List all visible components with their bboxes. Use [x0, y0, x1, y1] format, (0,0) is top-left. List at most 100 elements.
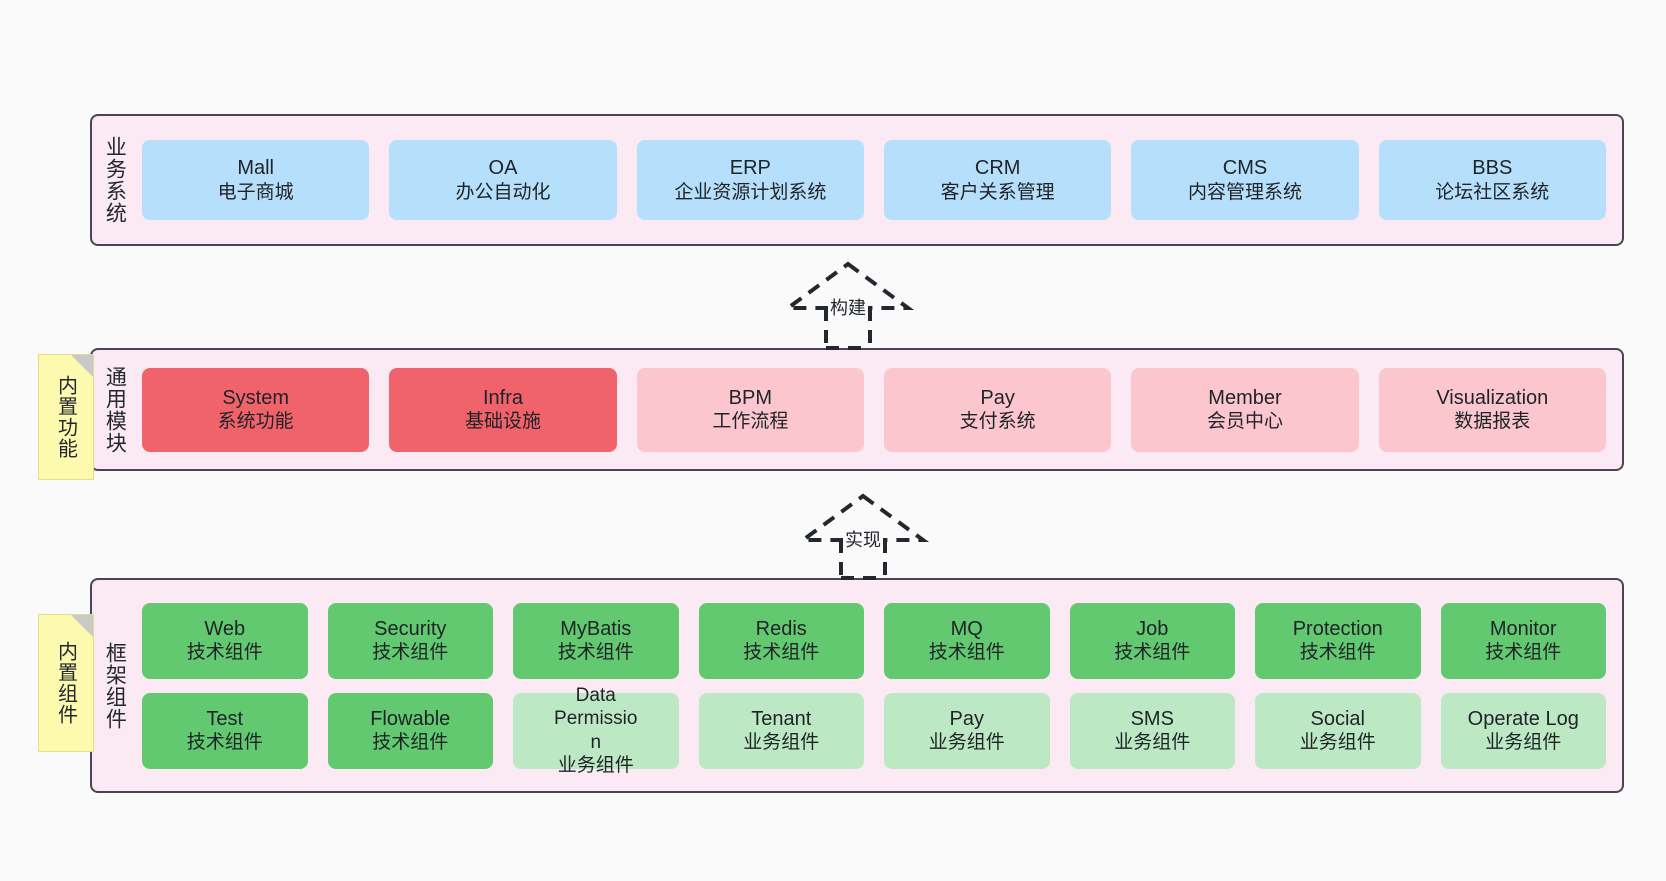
card-member[interactable]: Member 会员中心	[1131, 367, 1359, 452]
card-system[interactable]: System 系统功能	[142, 367, 370, 452]
card-title-en: CRM	[974, 157, 1021, 180]
layer-business-systems: 业务系统 Mall 电子商城 OA 办公自动化 ERP 企业资源计划系统 CRM…	[90, 114, 1624, 246]
card-mq[interactable]: MQ 技术组件	[884, 602, 1050, 679]
card-test[interactable]: Test 技术组件	[142, 692, 308, 769]
card-mall[interactable]: Mall 电子商城	[142, 140, 370, 220]
card-title-en: Monitor	[1489, 617, 1557, 640]
card-infra[interactable]: Infra 基础设施	[389, 367, 617, 452]
card-title-cn: 技术组件	[186, 642, 263, 664]
card-title-cn: 内容管理系统	[1187, 181, 1302, 203]
card-title-en: Visualization	[1436, 386, 1549, 409]
card-web[interactable]: Web 技术组件	[142, 602, 308, 679]
card-title-cn: 技术组件	[557, 642, 634, 664]
card-title-en: Job	[1136, 617, 1169, 640]
card-title-cn: 业务组件	[743, 732, 820, 754]
card-bbs[interactable]: BBS 论坛社区系统	[1378, 140, 1606, 220]
card-redis[interactable]: Redis 技术组件	[698, 602, 864, 679]
card-title-en: MyBatis	[560, 617, 632, 640]
card-flowable[interactable]: Flowable 技术组件	[327, 692, 493, 769]
card-title-cn: 业务组件	[1299, 732, 1376, 754]
card-title-cn: 业务组件	[1485, 732, 1562, 754]
card-protection[interactable]: Protection 技术组件	[1255, 602, 1421, 679]
note-fold-corner-icon	[71, 355, 93, 377]
card-title-cn: 会员中心	[1206, 411, 1283, 433]
card-row: Test 技术组件 Flowable 技术组件 Data Permission …	[142, 685, 1606, 776]
card-title-en: System	[222, 386, 289, 409]
card-title-cn: 技术组件	[1485, 642, 1562, 664]
card-tenant[interactable]: Tenant 业务组件	[698, 692, 864, 769]
card-title-en: BBS	[1472, 157, 1513, 180]
note-label: 内置功能	[54, 375, 77, 459]
card-oa[interactable]: OA 办公自动化	[389, 140, 617, 220]
card-title-cn: 数据报表	[1454, 411, 1531, 433]
card-title-en: Pay	[949, 707, 984, 730]
card-title-en: OA	[488, 157, 518, 180]
card-erp[interactable]: ERP 企业资源计划系统	[636, 140, 864, 220]
card-title-cn: 技术组件	[186, 732, 263, 754]
card-title-cn: 客户关系管理	[940, 181, 1055, 203]
layer-framework-components: 框架组件 Web 技术组件 Security 技术组件 MyBatis 技术组件…	[90, 578, 1624, 793]
card-operate-log[interactable]: Operate Log 业务组件	[1440, 692, 1606, 769]
card-title-en: SMS	[1130, 707, 1174, 730]
card-title-cn: 论坛社区系统	[1435, 181, 1550, 203]
card-title-en: Test	[206, 707, 244, 730]
card-title-en: CMS	[1222, 157, 1268, 180]
card-title-en: Security	[374, 617, 447, 640]
card-title-cn: 业务组件	[1114, 732, 1191, 754]
card-title-cn: 业务组件	[928, 732, 1005, 754]
card-data-permission[interactable]: Data Permission 业务组件	[513, 685, 679, 776]
layer-common-modules: 通用模块 System 系统功能 Infra 基础设施 BPM 工作流程 Pay…	[90, 348, 1624, 471]
card-title-cn: 工作流程	[712, 411, 789, 433]
card-title-cn: 基础设施	[464, 411, 541, 433]
note-fold-corner-icon	[71, 615, 93, 637]
card-job[interactable]: Job 技术组件	[1069, 602, 1235, 679]
note-builtin-components: 内置组件	[38, 614, 94, 752]
card-title-cn: 技术组件	[928, 642, 1005, 664]
card-title-cn: 技术组件	[1114, 642, 1191, 664]
connector-implement-label: 实现	[843, 526, 883, 552]
card-title-en: Web	[204, 617, 246, 640]
card-pay-component[interactable]: Pay 业务组件	[884, 692, 1050, 769]
card-title-cn: 办公自动化	[455, 181, 551, 203]
card-security[interactable]: Security 技术组件	[327, 602, 493, 679]
card-title-cn: 技术组件	[372, 732, 449, 754]
card-social[interactable]: Social 业务组件	[1255, 692, 1421, 769]
layer-body-framework-components: Web 技术组件 Security 技术组件 MyBatis 技术组件 Redi…	[136, 580, 1622, 791]
card-crm[interactable]: CRM 客户关系管理	[883, 140, 1112, 220]
card-title-en: Mall	[237, 157, 274, 180]
card-row: Mall 电子商城 OA 办公自动化 ERP 企业资源计划系统 CRM 客户关系…	[142, 140, 1606, 220]
card-row: Web 技术组件 Security 技术组件 MyBatis 技术组件 Redi…	[142, 602, 1606, 679]
connector-build-label: 构建	[828, 294, 868, 320]
card-title-cn: 业务组件	[557, 754, 634, 776]
layer-body-common-modules: System 系统功能 Infra 基础设施 BPM 工作流程 Pay 支付系统…	[136, 350, 1622, 469]
card-title-en: Social	[1310, 707, 1365, 730]
card-title-cn: 技术组件	[743, 642, 820, 664]
card-title-en: ERP	[729, 157, 771, 180]
card-title-cn: 支付系统	[959, 411, 1036, 433]
card-cms[interactable]: CMS 内容管理系统	[1131, 140, 1359, 220]
card-pay[interactable]: Pay 支付系统	[883, 367, 1112, 452]
card-title-cn: 电子商城	[217, 181, 294, 203]
card-title-cn: 技术组件	[1299, 642, 1376, 664]
card-visualization[interactable]: Visualization 数据报表	[1378, 367, 1606, 452]
layer-body-business-systems: Mall 电子商城 OA 办公自动化 ERP 企业资源计划系统 CRM 客户关系…	[136, 116, 1622, 244]
card-title-en: Redis	[755, 617, 807, 640]
card-title-en: Pay	[980, 386, 1015, 409]
card-title-cn: 技术组件	[372, 642, 449, 664]
card-title-en: Operate Log	[1467, 707, 1579, 730]
card-bpm[interactable]: BPM 工作流程	[636, 367, 864, 452]
card-title-en: Infra	[482, 386, 523, 409]
card-sms[interactable]: SMS 业务组件	[1069, 692, 1235, 769]
card-title-en: Protection	[1292, 617, 1383, 640]
card-title-en: Member	[1208, 386, 1282, 409]
card-title-en: Data Permission	[554, 685, 638, 753]
card-title-cn: 系统功能	[217, 411, 294, 433]
connector-implement: 实现	[775, 490, 955, 580]
card-monitor[interactable]: Monitor 技术组件	[1440, 602, 1606, 679]
note-builtin-features: 内置功能	[38, 354, 94, 480]
connector-build: 构建	[760, 258, 940, 350]
card-mybatis[interactable]: MyBatis 技术组件	[513, 602, 679, 679]
card-title-en: Flowable	[370, 707, 451, 730]
card-title-en: Tenant	[751, 707, 812, 730]
